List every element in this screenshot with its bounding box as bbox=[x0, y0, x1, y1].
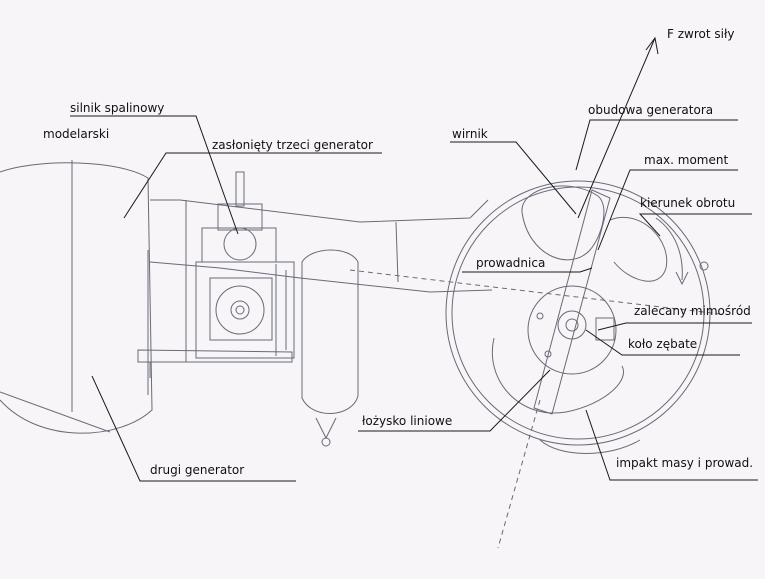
engine-flange-ring bbox=[215, 285, 265, 335]
frame-base bbox=[137, 349, 293, 363]
label-drugi-generator: drugi generator bbox=[150, 463, 245, 477]
linear-bearing-tip bbox=[315, 417, 337, 440]
leader-impakt bbox=[585, 409, 758, 481]
rotor-upper-lobe bbox=[521, 185, 605, 261]
label-zasloniety-trzeci-generator: zasłonięty trzeci generator bbox=[212, 138, 373, 152]
leader-zasloniety bbox=[123, 152, 382, 219]
label-wirnik: wirnik bbox=[452, 127, 488, 141]
label-impakt-masy: impakt masy i prowad. bbox=[616, 456, 754, 470]
generator-housing-knob bbox=[699, 261, 709, 271]
axis-dashed bbox=[349, 269, 721, 315]
left-generator-edge bbox=[0, 391, 111, 433]
frame-post-2 bbox=[395, 221, 399, 283]
engine-cylinder-top bbox=[235, 171, 245, 207]
label-silnik-spalinowy: silnik spalinowy bbox=[70, 101, 165, 115]
engine-flange bbox=[209, 277, 273, 341]
force-vector-arrowhead bbox=[645, 36, 659, 55]
engine-body bbox=[201, 227, 277, 263]
rotation-arrowhead bbox=[675, 271, 689, 286]
leader-lozysko bbox=[358, 369, 551, 432]
drawing-sketch bbox=[0, 160, 721, 549]
label-lozysko-liniowe: łożysko liniowe bbox=[362, 414, 453, 428]
left-generator-outline bbox=[0, 162, 153, 434]
leader-max-moment bbox=[597, 169, 738, 251]
linear-bearing-pin bbox=[321, 437, 331, 447]
engine-flange-hub bbox=[230, 300, 250, 320]
label-kolo-zebate: koło zębate bbox=[628, 337, 698, 351]
leader-kolo-zebate bbox=[585, 329, 740, 356]
label-max-moment: max. moment bbox=[644, 153, 729, 167]
leader-lines bbox=[70, 36, 758, 482]
frame-beam-lower bbox=[149, 261, 493, 293]
guide-rail bbox=[533, 189, 611, 415]
generator-foot bbox=[539, 439, 641, 454]
label-modelarski: modelarski bbox=[43, 127, 110, 141]
eccentric-bolt bbox=[536, 312, 544, 320]
rotor-lower-lobe bbox=[491, 337, 624, 414]
frame-beam bbox=[150, 199, 489, 223]
label-obudowa-generatora: obudowa generatora bbox=[588, 103, 714, 117]
generator-housing-inner bbox=[451, 186, 705, 440]
gear-plate bbox=[595, 317, 615, 341]
engine-head bbox=[217, 203, 263, 231]
engine-block-lower bbox=[195, 261, 295, 359]
leader-kierunek bbox=[638, 213, 752, 237]
axis-dashed-down bbox=[497, 399, 541, 549]
leader-prowadnica bbox=[462, 267, 593, 273]
engine-rotor-circle bbox=[223, 227, 257, 261]
linear-bearing-body bbox=[301, 249, 359, 414]
label-zalecany-mimosrod: zalecany mimośród bbox=[634, 304, 751, 318]
label-prowadnica: prowadnica bbox=[476, 256, 546, 270]
force-vector-line bbox=[577, 37, 656, 219]
rotation-arrow bbox=[655, 217, 683, 281]
leader-obudowa bbox=[575, 119, 738, 171]
rotor-right-lobe bbox=[609, 217, 668, 282]
eccentric-bolt-2 bbox=[544, 350, 552, 358]
label-kierunek-obrotu: kierunek obrotu bbox=[640, 196, 736, 210]
engine-flange-bolt bbox=[235, 305, 245, 315]
leader-mimosrod bbox=[597, 322, 752, 331]
leader-wirnik bbox=[450, 141, 577, 215]
leader-drugi-generator bbox=[91, 375, 296, 482]
label-f-zwrot-sily: F zwrot siły bbox=[667, 27, 735, 41]
eccentric-disc bbox=[527, 285, 617, 375]
leader-silnik bbox=[70, 115, 239, 235]
gear-wheel bbox=[557, 310, 587, 340]
gear-wheel-hub bbox=[565, 318, 579, 332]
